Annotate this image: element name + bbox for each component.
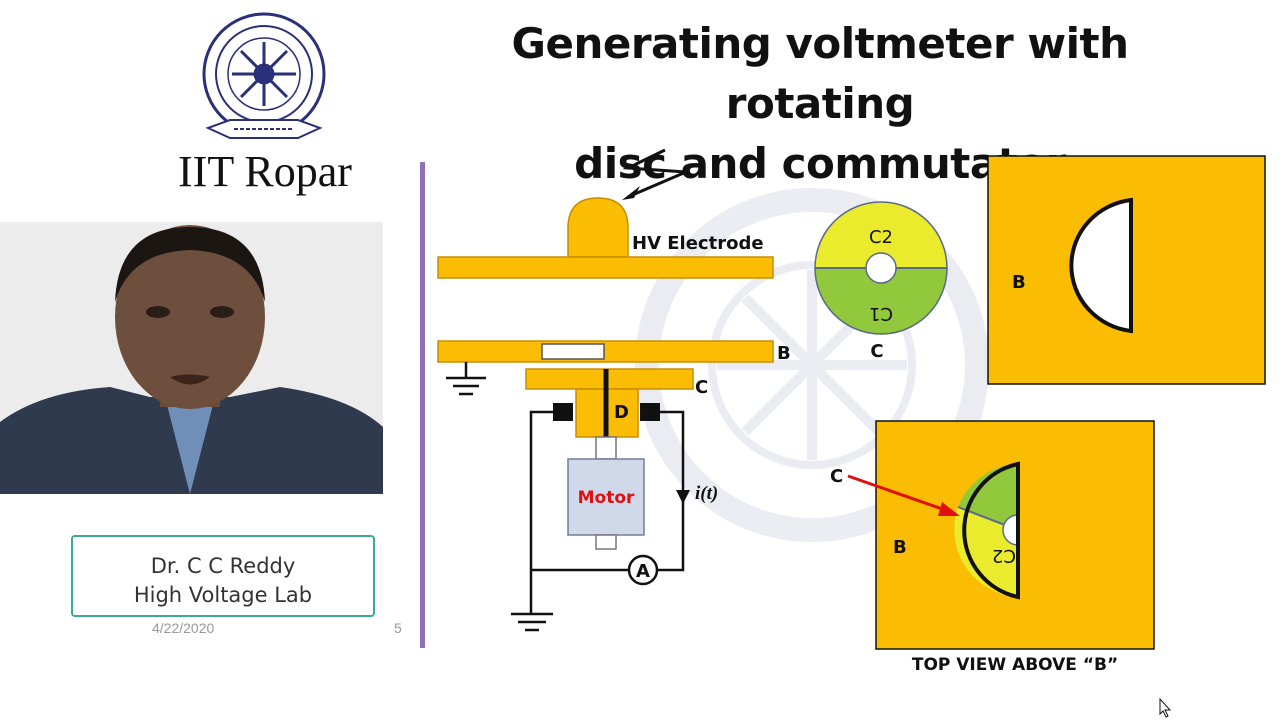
presenter-name-box: Dr. C C Reddy High Voltage Lab bbox=[71, 535, 375, 617]
pointer-arrow bbox=[847, 474, 949, 513]
motor-shaft-bottom bbox=[595, 534, 617, 550]
top-view-1-b-label: B bbox=[1012, 272, 1026, 293]
motor-box bbox=[567, 458, 645, 536]
plate-c bbox=[525, 368, 694, 390]
motor-label: Motor bbox=[578, 488, 635, 508]
ground-symbol-bottom bbox=[511, 612, 553, 632]
slide-date: 4/22/2020 bbox=[152, 620, 215, 636]
current-arrow bbox=[676, 490, 690, 504]
lightning-icon bbox=[622, 148, 687, 198]
title-line-1: Generating voltmeter with rotating bbox=[511, 19, 1130, 128]
plate-c-label: C bbox=[695, 377, 708, 398]
plate-b-label: B bbox=[777, 343, 791, 364]
plate-b bbox=[437, 340, 774, 363]
slide-number: 5 bbox=[394, 620, 402, 636]
top-view-2-c-label: C bbox=[830, 466, 843, 487]
mouse-cursor-icon bbox=[1159, 697, 1172, 718]
disc-c2-label: C2 bbox=[869, 227, 893, 248]
top-view-1-opening bbox=[1069, 197, 1133, 334]
split-disc bbox=[814, 201, 948, 335]
divider-line bbox=[420, 162, 425, 648]
hv-plate bbox=[437, 256, 774, 279]
institute-name: IIT Ropar bbox=[178, 147, 352, 196]
presenter-lab: High Voltage Lab bbox=[133, 583, 313, 607]
ground-symbol-b bbox=[446, 362, 486, 396]
current-label: i(t) bbox=[695, 483, 718, 504]
plate-b-window bbox=[541, 343, 605, 360]
presenter-video bbox=[0, 222, 383, 494]
disc-c-label: C bbox=[870, 341, 883, 362]
motor-shaft bbox=[595, 436, 617, 460]
disc-c1-label: C1 bbox=[869, 303, 893, 324]
ammeter bbox=[627, 554, 659, 586]
hv-electrode-label: HV Electrode bbox=[632, 233, 764, 254]
brush-left bbox=[553, 403, 573, 421]
watermark-seal bbox=[635, 188, 989, 542]
d-label: D bbox=[614, 402, 629, 423]
hv-electrode-dome bbox=[567, 197, 629, 258]
institute-seal-logo bbox=[202, 12, 326, 139]
slide-title: Generating voltmeter with rotating disc … bbox=[420, 14, 1220, 194]
title-line-2: disc and commutator bbox=[574, 139, 1066, 188]
top-view-2-disc bbox=[954, 461, 1020, 600]
top-view-2-b-label: B bbox=[893, 537, 907, 558]
ammeter-label: A bbox=[636, 561, 650, 582]
brush-right bbox=[640, 403, 660, 421]
top-view-2-c2-label: C2 bbox=[992, 545, 1016, 566]
presenter-name: Dr. C C Reddy bbox=[150, 554, 296, 578]
top-view-caption: TOP VIEW ABOVE “B” bbox=[911, 655, 1119, 675]
